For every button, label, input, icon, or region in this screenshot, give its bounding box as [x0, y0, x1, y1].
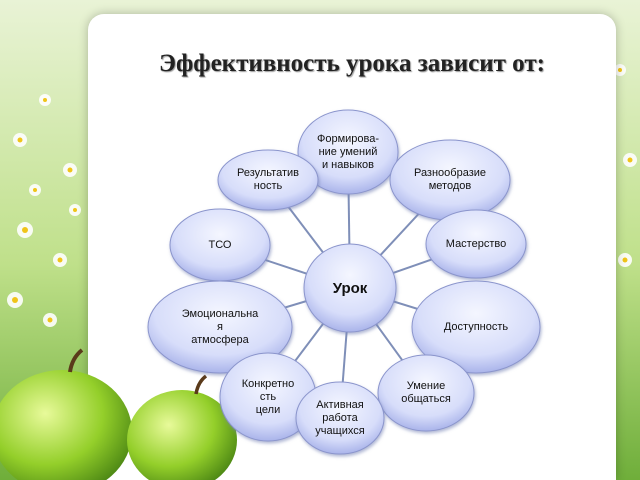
- slide-title: Эффективность урока зависит от:: [159, 50, 545, 77]
- concept-node: [295, 381, 385, 455]
- concept-node: [217, 149, 319, 211]
- concept-node: [425, 209, 527, 279]
- concept-node: [147, 280, 293, 374]
- nodes: [147, 109, 541, 455]
- center-node: [303, 243, 397, 333]
- concept-node: [389, 139, 511, 221]
- concept-node: [411, 280, 541, 374]
- concept-node: [297, 109, 399, 195]
- concept-node: [169, 208, 271, 282]
- concept-node: [377, 354, 475, 432]
